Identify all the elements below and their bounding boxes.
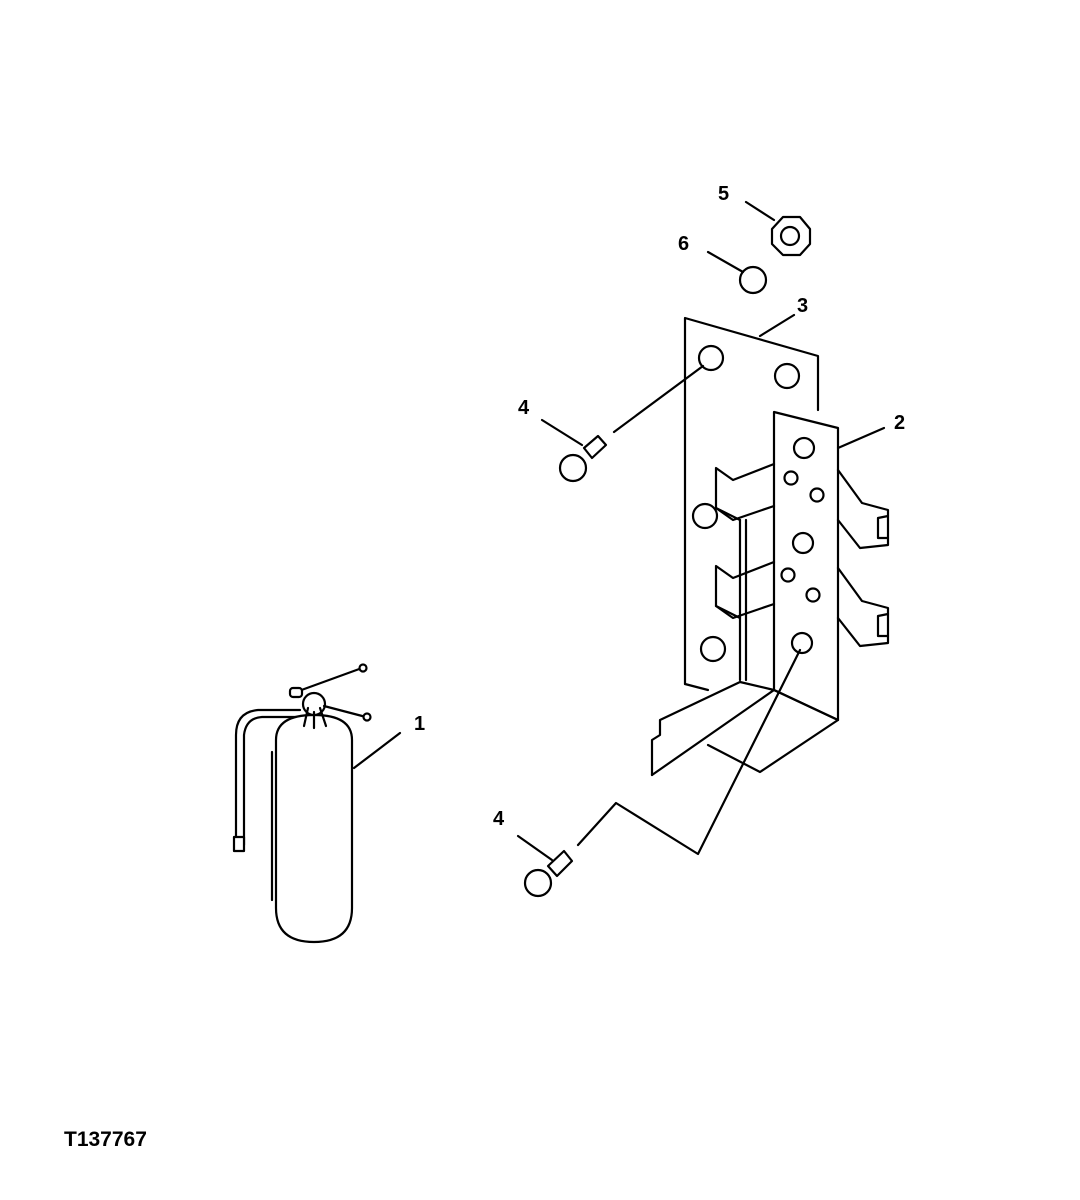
callout-3: 3 <box>797 295 808 317</box>
hex-nut <box>770 215 812 257</box>
cap-screw-upper <box>558 434 608 483</box>
assembly-lines <box>576 364 802 856</box>
mounting-plate <box>683 316 820 692</box>
figure-id: T137767 <box>64 1128 147 1151</box>
cap-screw-lower <box>523 849 574 898</box>
extinguisher-bracket <box>650 410 890 777</box>
leader-lines <box>352 200 886 862</box>
callout-5: 5 <box>718 183 729 205</box>
callout-4-lower: 4 <box>493 808 505 830</box>
callout-2: 2 <box>894 412 905 434</box>
callout-1: 1 <box>414 713 425 735</box>
fire-extinguisher <box>232 663 372 944</box>
callout-6: 6 <box>678 233 689 255</box>
washer <box>738 265 768 295</box>
callout-4-upper: 4 <box>518 397 530 419</box>
